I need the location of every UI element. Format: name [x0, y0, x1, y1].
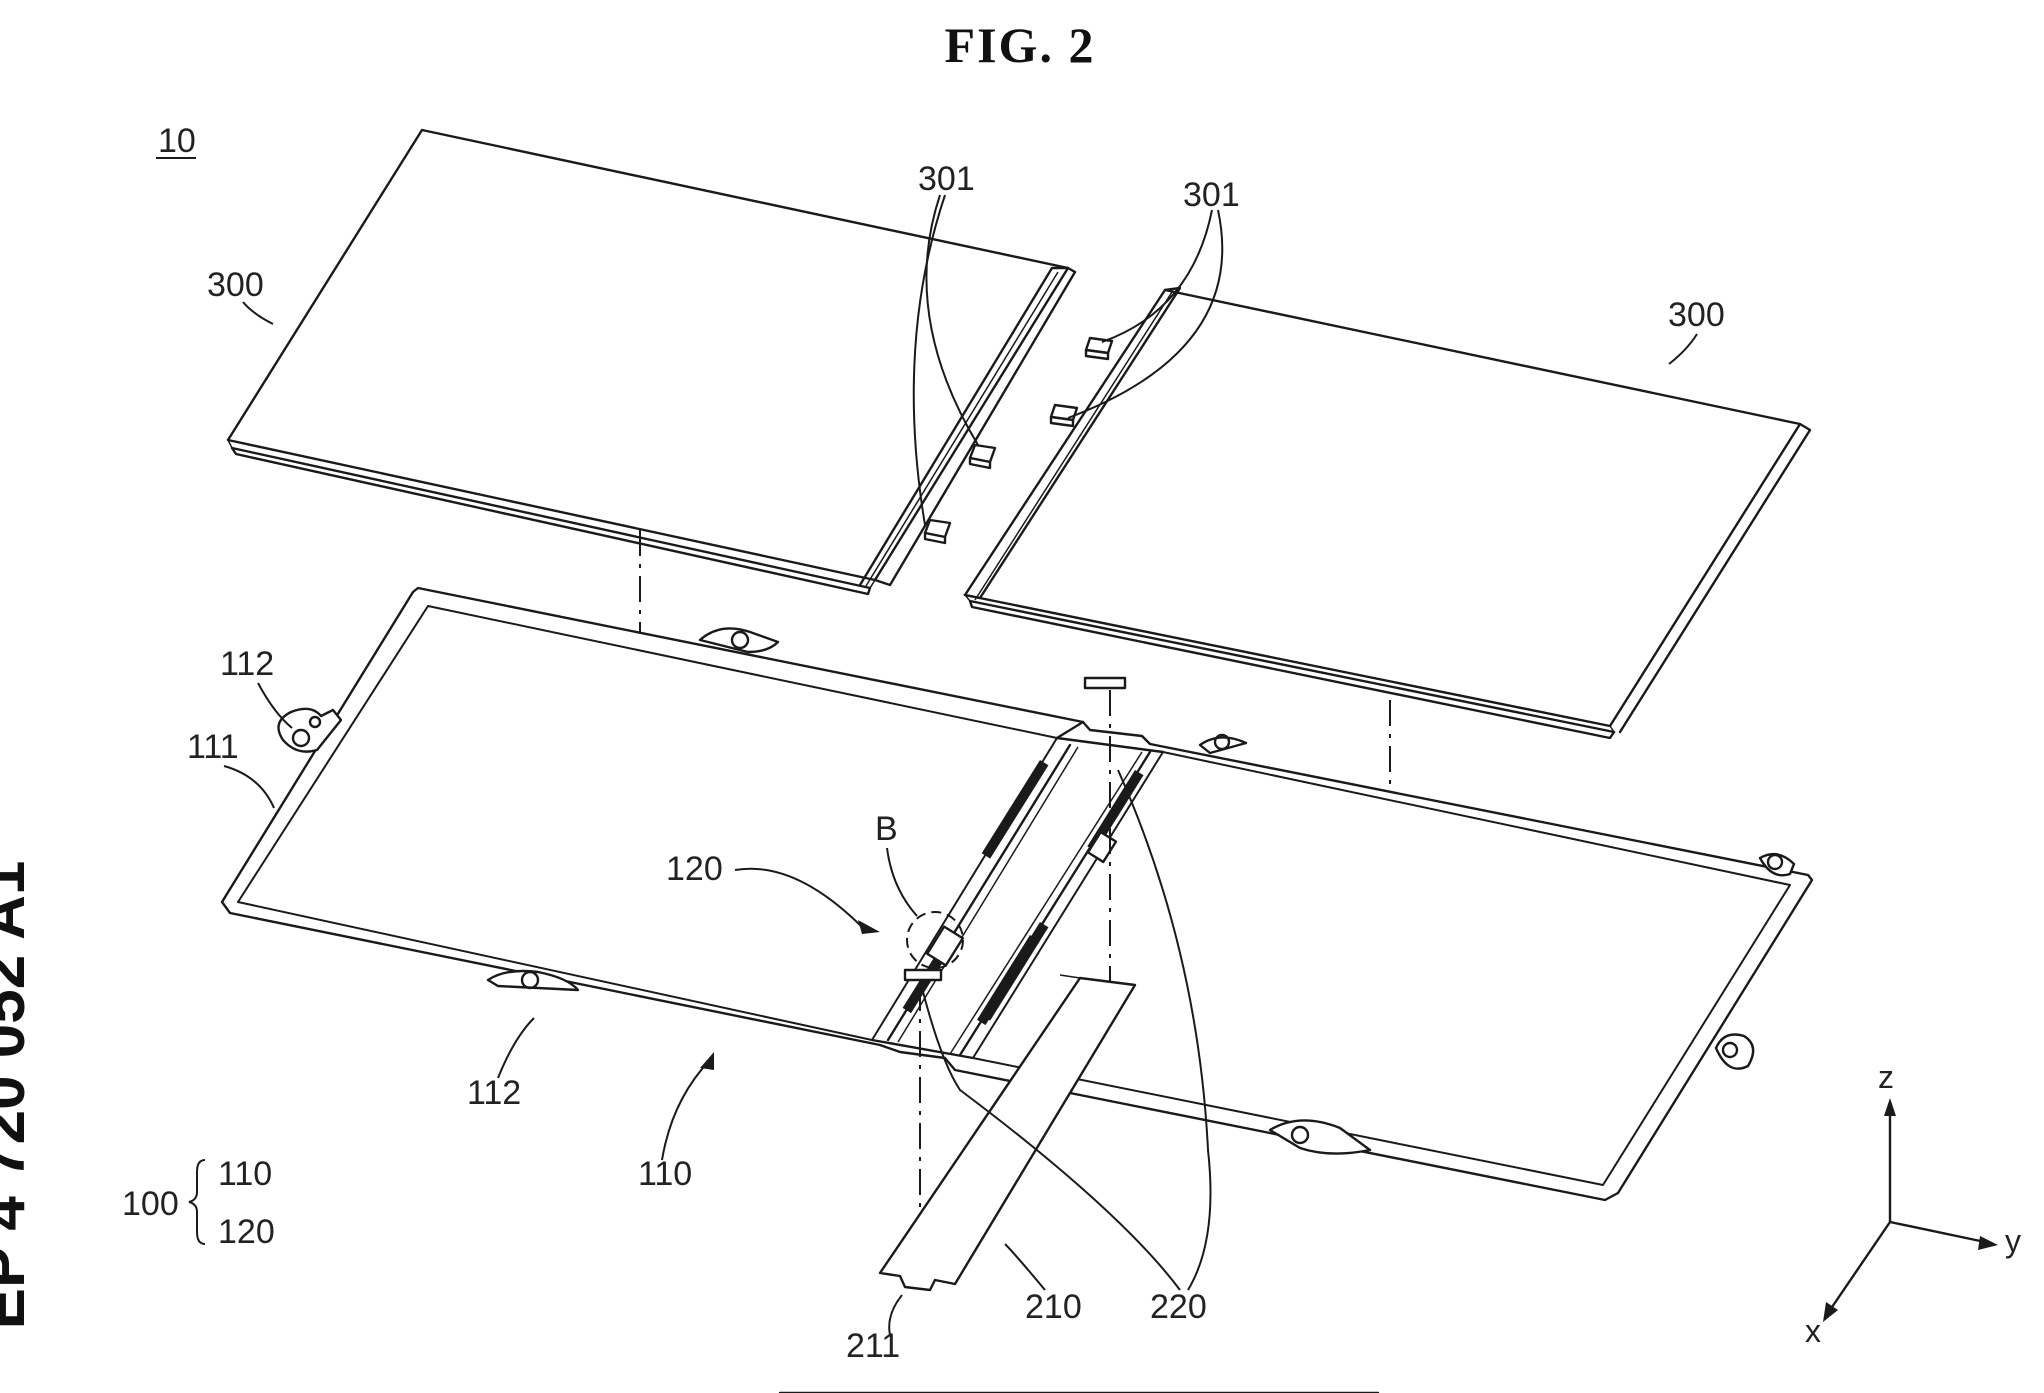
figure-title: FIG. 2 — [945, 17, 1096, 73]
label-mount-bottom: 112 — [467, 1074, 521, 1112]
label-bracket-group: 100 — [122, 1185, 179, 1223]
mount-boss-right-side — [1716, 1035, 1753, 1069]
label-flex-tab: 211 — [846, 1327, 900, 1365]
axis-y-label: y — [2005, 1223, 2021, 1259]
battery-left-tab-1 — [970, 445, 995, 468]
battery-right-tab-1 — [1086, 338, 1112, 359]
group-brace — [189, 1160, 205, 1244]
label-tab-left: 301 — [918, 160, 975, 198]
label-bracket-110: 110 — [218, 1155, 272, 1193]
label-adhesive: 220 — [1150, 1288, 1207, 1326]
label-detail: B — [875, 810, 898, 848]
mount-boss-right-top — [1200, 735, 1246, 753]
label-battery-left: 300 — [207, 266, 264, 304]
publication-number-text: EP 4 720 052 A1 — [0, 861, 38, 1330]
label-flex-board: 210 — [1025, 1288, 1082, 1326]
label-mount-top-left: 112 — [220, 645, 274, 683]
axis-indicator: z y x — [1805, 1059, 2021, 1349]
label-connector: 120 — [666, 850, 723, 888]
label-frame-edge: 111 — [187, 728, 239, 766]
label-assembly: 10 — [158, 122, 196, 160]
axis-x-label: x — [1805, 1313, 1821, 1349]
battery-left — [228, 130, 1075, 594]
label-tab-right: 301 — [1183, 176, 1240, 214]
battery-left-tab-2 — [925, 520, 950, 543]
label-bracket-120: 120 — [218, 1213, 275, 1251]
label-battery-right: 300 — [1668, 296, 1725, 334]
publication-number: EP 4 720 052 A1 — [0, 861, 38, 1330]
label-frame: 110 — [638, 1155, 692, 1193]
battery-right — [965, 288, 1810, 738]
axis-z-label: z — [1878, 1059, 1894, 1095]
